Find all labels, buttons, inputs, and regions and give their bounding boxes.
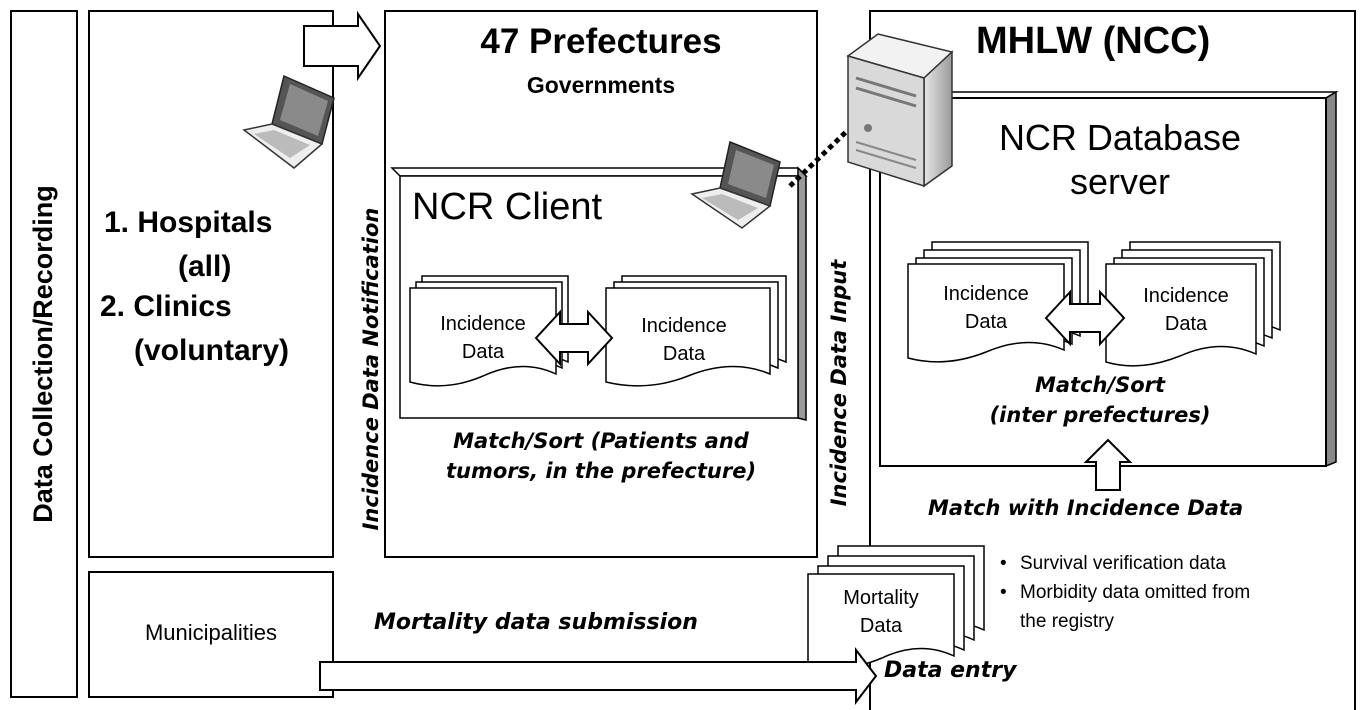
document-stack-icon: [409, 275, 569, 387]
server-doc-left: Incidence Data: [910, 280, 1062, 336]
client-doc-left-line2: Data: [461, 341, 505, 363]
client-doc-right: Incidence Data: [606, 312, 762, 368]
bullet1-text: Survival verification data: [1020, 553, 1226, 574]
item1-name: Hospitals: [137, 206, 273, 239]
document-stack-icon: [807, 545, 985, 669]
bullet-survival: • Survival verification data: [1000, 549, 1250, 578]
client-match-text: Match/Sort (Patients and tumors, in the …: [384, 426, 818, 486]
municipalities-box: [88, 571, 334, 698]
bullet-morbidity-cont: the registry: [1000, 607, 1250, 636]
server-title-line2: server: [1069, 161, 1171, 202]
item1-prefix: 1.: [104, 206, 130, 239]
server-title: NCR Database server: [940, 116, 1300, 204]
prefectures-subtitle: Governments: [526, 72, 676, 98]
server-doc-left-line1: Incidence: [943, 283, 1029, 305]
match-incidence-label: Match with Incidence Data: [928, 496, 1244, 520]
server-doc-right-line1: Incidence: [1143, 285, 1229, 307]
mortality-doc: Mortality Data: [808, 584, 954, 640]
server-tower-icon: [846, 33, 954, 188]
provider-hospitals: 1. Hospitals: [104, 206, 272, 240]
provider-hospitals-note: (all): [178, 250, 232, 283]
mortality-bullets: • Survival verification data • Morbidity d…: [1000, 549, 1250, 636]
item2-name: Clinics: [133, 290, 232, 323]
network-link: [788, 128, 850, 188]
bullet-dot: •: [1000, 582, 1007, 603]
server-doc-left-line2: Data: [964, 311, 1008, 333]
client-doc-left-line1: Incidence: [440, 313, 526, 335]
prefectures-title: 47 Prefectures: [480, 22, 722, 61]
laptop-icon: [690, 140, 781, 229]
item2-prefix: 2.: [100, 290, 126, 323]
bullet2-text: Morbidity data omitted from: [1020, 582, 1251, 603]
server-match-line1: Match/Sort: [1034, 373, 1166, 397]
data-entry-label: Data entry: [884, 658, 1017, 683]
document-stack-icon: [1105, 241, 1281, 367]
mortality-submission-label: Mortality data submission: [374, 610, 698, 635]
server-doc-right: Incidence Data: [1110, 282, 1262, 338]
up-arrow-icon: [1083, 438, 1133, 491]
provider-clinics: 2. Clinics: [100, 290, 232, 324]
client-doc-left: Incidence Data: [410, 310, 556, 366]
server-title-line1: NCR Database: [998, 117, 1242, 158]
ncr-client-title: NCR Client: [412, 186, 603, 228]
laptop-icon: [242, 74, 335, 169]
server-doc-right-line2: Data: [1164, 313, 1208, 335]
client-match-line2: tumors, in the prefecture): [445, 459, 757, 483]
mhlw-title: MHLW (NCC): [976, 20, 1211, 62]
input-label: Incidence Data Input: [827, 259, 851, 507]
bullet-dot: •: [1000, 553, 1007, 574]
data-collection-box: [10, 10, 78, 698]
client-doc-right-line2: Data: [662, 343, 706, 365]
provider-clinics-note: (voluntary): [134, 334, 290, 367]
data-entry-arrow-icon: [319, 647, 878, 705]
document-stack-icon: [605, 275, 787, 387]
notification-label: Incidence Data Notification: [359, 207, 383, 531]
double-arrow-icon: [1044, 289, 1126, 347]
server-match-text: Match/Sort (inter prefectures): [940, 370, 1260, 430]
client-match-line1: Match/Sort (Patients and: [453, 429, 749, 453]
client-doc-right-line1: Incidence: [641, 315, 727, 337]
double-arrow-icon: [534, 309, 614, 367]
municipalities-label: Municipalities: [144, 620, 278, 645]
server-match-line2: (inter prefectures): [989, 403, 1211, 427]
bullet2-text-cont: the registry: [1020, 611, 1114, 632]
block-arrow-icon: [303, 10, 382, 82]
mortality-doc-line1: Mortality: [843, 587, 919, 609]
mortality-doc-line2: Data: [859, 615, 903, 637]
side-label: Data Collection/Recording: [28, 185, 58, 523]
bullet-morbidity: • Morbidity data omitted from: [1000, 578, 1250, 607]
